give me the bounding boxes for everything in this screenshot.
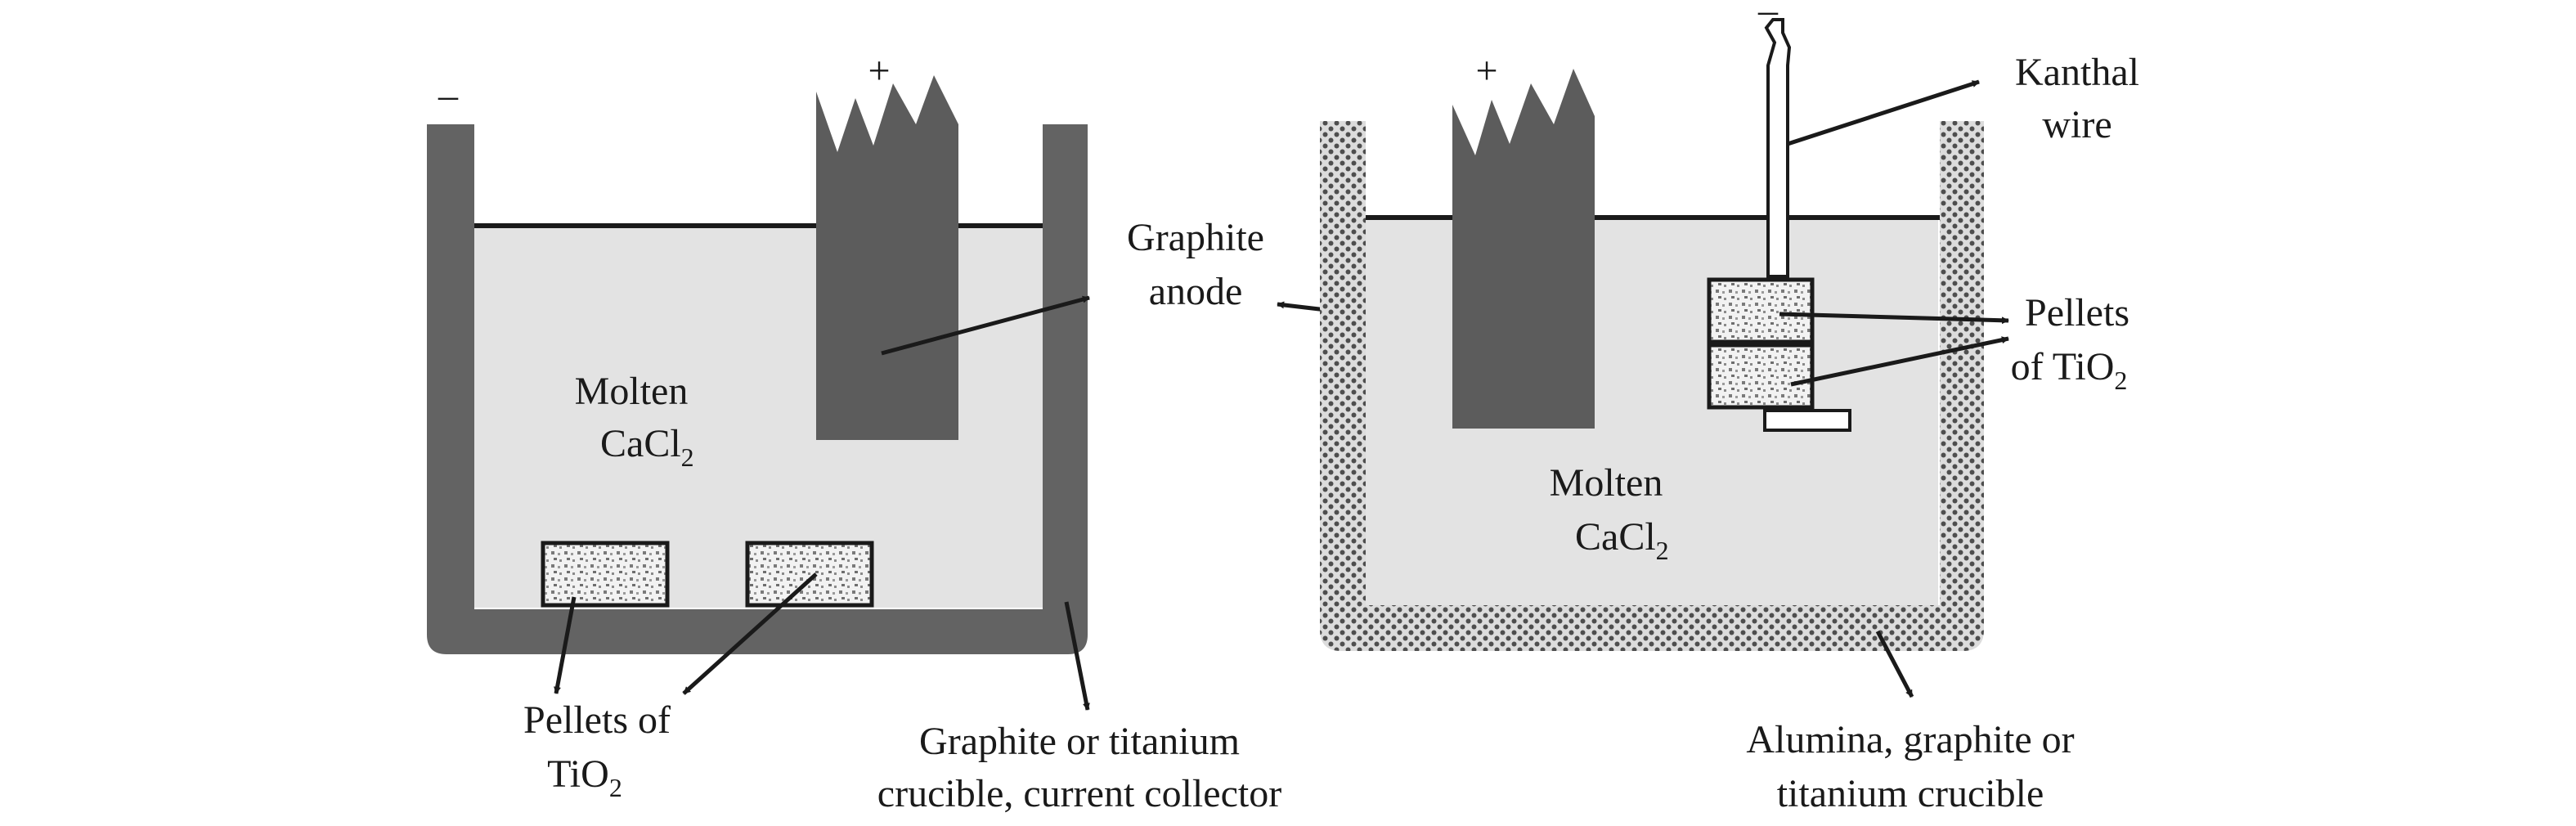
- graphite-anode-callout: Graphite anode: [881, 216, 1543, 356]
- wire-arrow: [1787, 79, 1980, 146]
- left-cell: – + Molten CaCl2 Pellets of TiO2 Graphit…: [427, 49, 1281, 815]
- right-electrolyte-label: Molten: [1550, 461, 1663, 505]
- right-tio2-pellet-2: [1707, 343, 1815, 410]
- right-crucible-label-line2: titanium crucible: [1777, 772, 2044, 815]
- left-pellets-label-line1: Pellets of: [523, 698, 671, 742]
- right-graphite-anode: [1452, 69, 1595, 429]
- left-crucible-arrow: [1064, 601, 1090, 711]
- right-pellets-label-line2: of TiO2: [2011, 345, 2128, 395]
- right-plus-sign: +: [1475, 49, 1497, 92]
- anode-arrow-left: [881, 295, 1090, 356]
- right-tio2-pellet-1: [1707, 277, 1815, 344]
- right-crucible-label-line1: Alumina, graphite or: [1746, 718, 2074, 761]
- graphite-anode-label-line2: anode: [1149, 270, 1243, 313]
- left-electrolyte-formula: CaCl2: [600, 422, 694, 472]
- left-pellets-label-line2: TiO2: [547, 752, 622, 802]
- left-pellet-arrow-2: [682, 572, 818, 695]
- right-pellet-arrow-1: [1779, 312, 2009, 325]
- left-pellet-arrow-1: [554, 596, 577, 694]
- right-cell: – + Kanthal wire Pellets of TiO2 Molten …: [1320, 0, 2139, 815]
- left-crucible-label-line1: Graphite or titanium: [919, 720, 1240, 763]
- right-pellets-label-line1: Pellets: [2025, 291, 2129, 334]
- left-graphite-anode: [816, 75, 958, 440]
- wire-label-line1: Kanthal: [2015, 51, 2139, 94]
- right-electrolyte-formula: CaCl2: [1575, 515, 1669, 565]
- graphite-anode-label-line1: Graphite: [1127, 216, 1264, 259]
- left-plus-sign: +: [868, 49, 890, 92]
- right-crucible-arrow: [1875, 630, 1914, 698]
- kanthal-wire: [1764, 18, 1792, 278]
- wire-label-line2: wire: [2042, 103, 2112, 146]
- left-tio2-pellet-2: [745, 541, 874, 608]
- left-tio2-pellet-1: [541, 541, 670, 608]
- left-electrolyte-label: Molten: [575, 370, 689, 413]
- left-minus-sign: –: [438, 74, 459, 117]
- right-pellet-arrow-2: [1790, 336, 2009, 387]
- right-minus-sign: –: [1757, 0, 1779, 32]
- pellet-support-plate: [1763, 409, 1851, 432]
- left-crucible-label-line2: crucible, current collector: [877, 772, 1281, 815]
